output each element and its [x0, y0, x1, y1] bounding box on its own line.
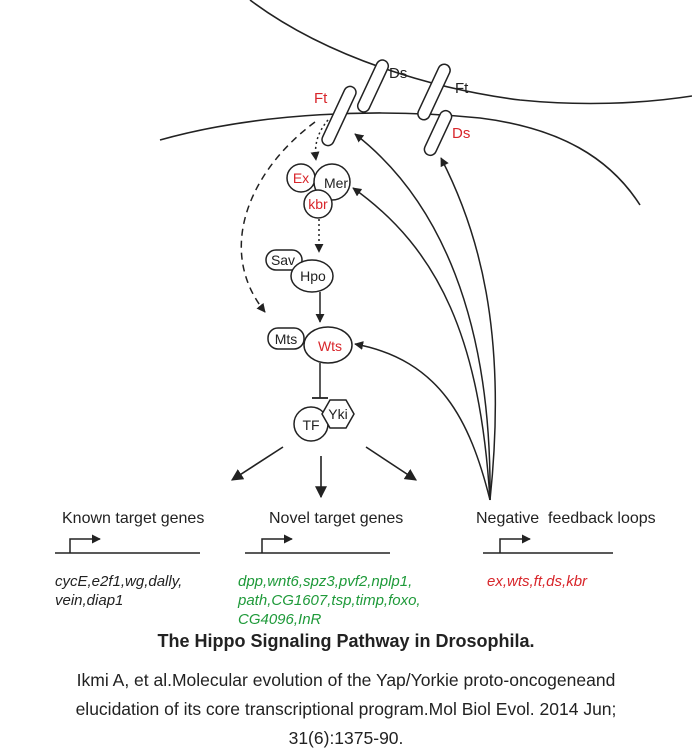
novel-targets-heading: Novel target genes: [269, 510, 403, 527]
ds-receptor-upper: [356, 59, 390, 113]
mer-label: Mer: [324, 175, 348, 191]
ft-receptor-right: [417, 63, 451, 121]
feedback-to-ft: [354, 133, 491, 501]
known-promoter-icon: [55, 534, 200, 554]
feedback-loops-heading: Negative feedback loops: [476, 510, 656, 527]
ft-to-ex-dotted-arrow: [310, 119, 329, 161]
citation-line-2: elucidation of its core transcriptional …: [75, 699, 617, 719]
feedback-to-wts: [354, 341, 491, 501]
wts-label: Wts: [318, 338, 342, 354]
known-targets-heading: Known target genes: [62, 510, 204, 527]
wts-node: [303, 326, 353, 364]
yki-node: [321, 399, 355, 429]
known-genes-line-1: cycE,e2f1,wg,dally,: [55, 573, 182, 590]
upper-membrane: [249, 0, 692, 105]
ft-label-left: Ft: [314, 90, 328, 107]
feedback-to-mer: [352, 187, 491, 501]
figure-title: The Hippo Signaling Pathway in Drosophil…: [157, 631, 535, 651]
feedback-to-ds: [440, 157, 497, 501]
feedback-genes-line-1: ex,wts,ft,ds,kbr: [487, 573, 588, 590]
lower-membrane: [159, 112, 641, 206]
arrow-to-feedback-loops: [365, 446, 418, 481]
kbr-node: [303, 189, 333, 219]
sav-label: Sav: [271, 252, 295, 268]
mts-label: Mts: [275, 331, 298, 347]
novel-genes-line-1: dpp,wnt6,spz3,pvf2,nplp1,: [238, 573, 412, 590]
yki-label: Yki: [328, 406, 347, 422]
kbr-label: kbr: [308, 196, 328, 212]
pathway-diagram: Ft Ds Ft Ds Ex Mer kbr Sav Hpo Mts Wts T…: [55, 0, 692, 628]
known-genes-line-2: vein,diap1: [55, 592, 123, 609]
novel-genes-line-2: path,CG1607,tsp,timp,foxo,: [237, 592, 421, 609]
feedback-promoter-icon: [483, 534, 613, 554]
ds-label-lower: Ds: [452, 125, 470, 142]
arrow-to-known-targets: [230, 446, 284, 481]
ft-to-wts-dashed-arrow: [240, 121, 316, 313]
citation-line-1: Ikmi A, et al.Molecular evolution of the…: [76, 670, 616, 690]
novel-promoter-icon: [245, 534, 390, 554]
mts-node: [267, 327, 305, 350]
figure-citation: Ikmi A, et al.Molecular evolution of the…: [0, 666, 692, 753]
ex-label: Ex: [293, 170, 309, 186]
hpo-node: [290, 259, 334, 293]
novel-genes-line-3: CG4096,InR: [238, 611, 322, 628]
ds-receptor-lower: [423, 109, 453, 157]
citation-line-3: 31(6):1375-90.: [288, 728, 404, 748]
tf-label: TF: [302, 417, 319, 433]
sav-node: [265, 249, 303, 271]
ft-receptor-left: [321, 85, 357, 147]
ds-label-upper: Ds: [389, 65, 407, 82]
hpo-label: Hpo: [300, 268, 326, 284]
ft-label-right: Ft: [455, 80, 469, 97]
